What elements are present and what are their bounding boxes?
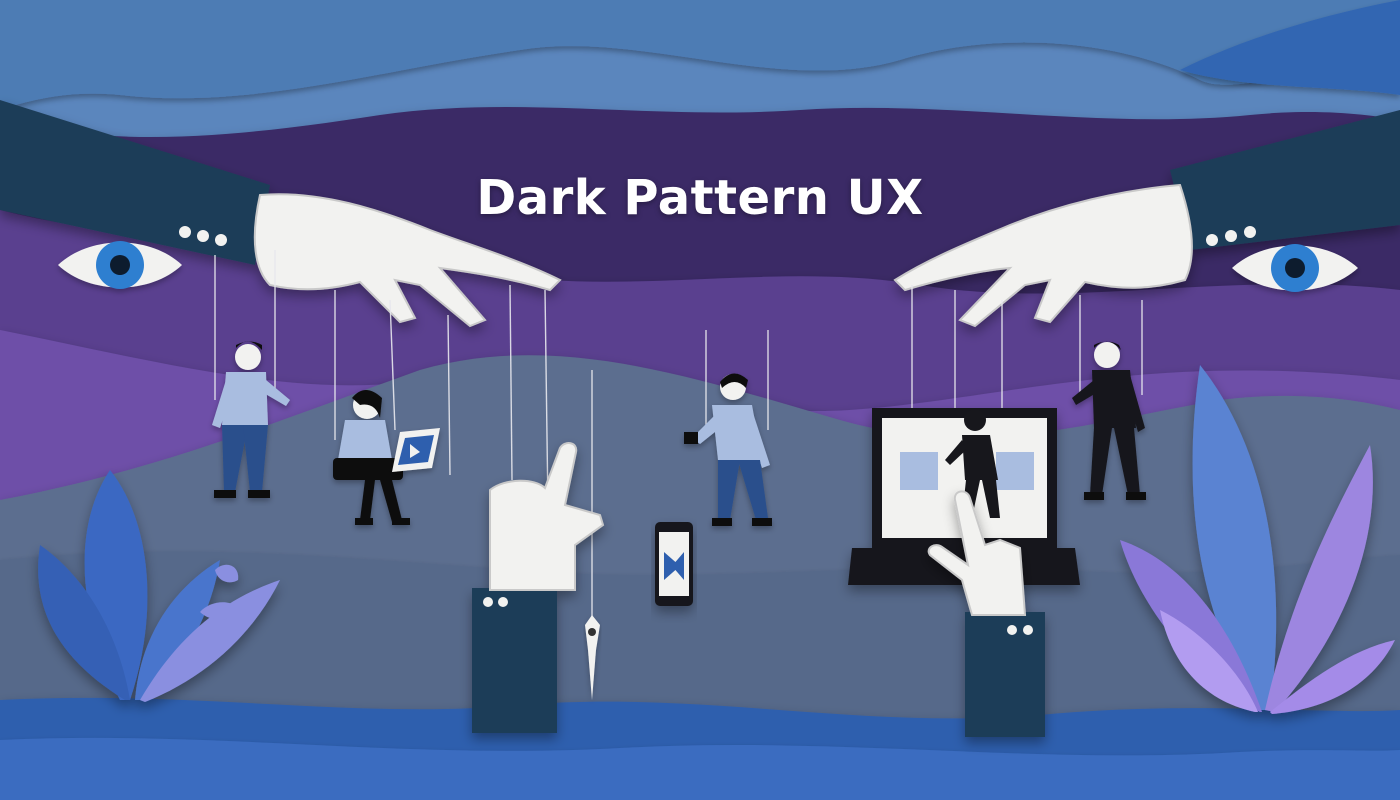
- sky-layer: [0, 0, 1400, 110]
- ground-layer-front: [0, 737, 1400, 800]
- right-puppeteer-hand: [893, 183, 1193, 328]
- left-cuff-button: [215, 234, 227, 246]
- laptop-icon: [392, 428, 440, 472]
- right-sleeve: [1170, 110, 1400, 250]
- puppet-person-standing-right: [1072, 341, 1146, 500]
- left-puppeteer-hand: [253, 193, 562, 328]
- sky-top-fold: [1180, 0, 1400, 95]
- leaf-cluster-left: [38, 470, 280, 702]
- phone-icon: [655, 522, 693, 606]
- left-puppeteer: [0, 100, 562, 328]
- left-cuff-button: [179, 226, 191, 238]
- right-cuff-button: [1225, 230, 1237, 242]
- left-eye-icon: [58, 241, 182, 289]
- string-hook: [585, 615, 600, 700]
- right-cuff-button: [1244, 226, 1256, 238]
- illustration-title: Dark Pattern UX: [476, 170, 924, 226]
- puppet-person-with-laptop: [333, 390, 410, 525]
- right-eye-icon: [1232, 244, 1358, 292]
- puppet-person-standing-left: [212, 341, 290, 498]
- right-sleeve-lower: [965, 612, 1045, 737]
- center-sleeve: [472, 588, 557, 733]
- left-sleeve: [0, 100, 270, 265]
- pointing-hand: [472, 442, 605, 733]
- puppet-person-center: [684, 373, 772, 526]
- right-cuff-button: [1206, 234, 1218, 246]
- right-puppeteer: [893, 110, 1400, 328]
- leaf-cluster-right: [1120, 365, 1395, 714]
- pointing-hand-right: [927, 490, 1045, 737]
- left-cuff-button: [197, 230, 209, 242]
